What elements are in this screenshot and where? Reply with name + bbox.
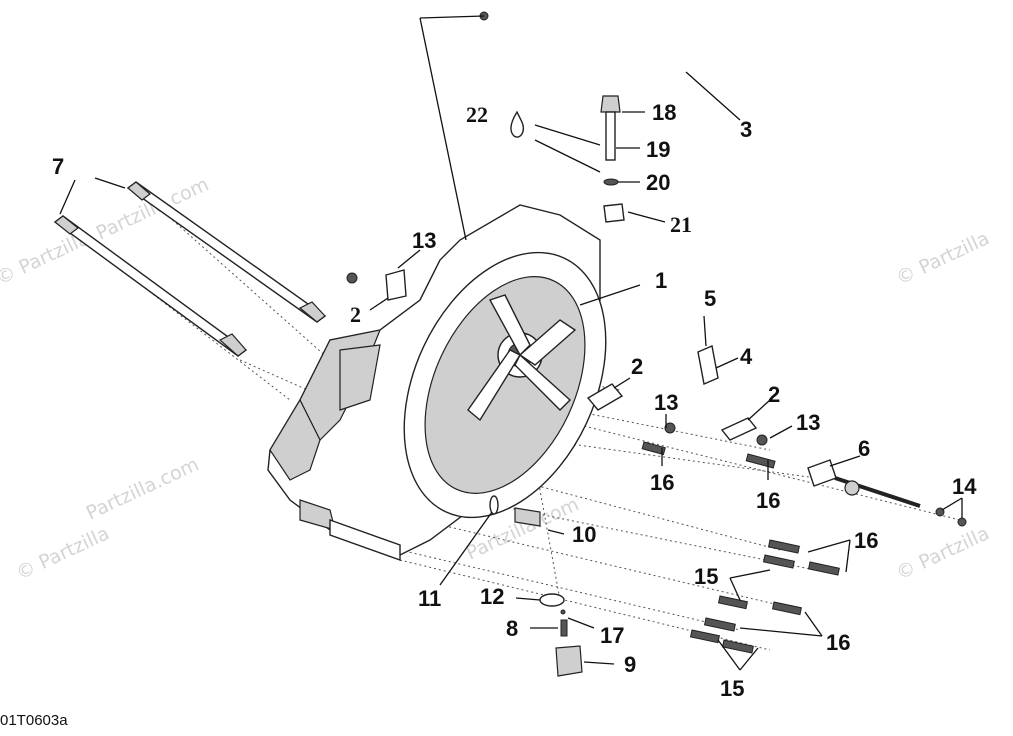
callout-18: 18: [652, 100, 676, 125]
bolt-18: [600, 95, 621, 113]
callout-11: 11: [418, 586, 441, 611]
bolt-16a: [641, 441, 666, 456]
washer-20: [603, 178, 619, 186]
diagram-code: 01T0603a: [0, 712, 68, 729]
plate-5: [697, 345, 719, 385]
callout-20: 20: [646, 170, 670, 195]
oring-12: [539, 593, 565, 607]
fasteners: [346, 269, 967, 677]
callout-2-right: 2: [768, 382, 780, 407]
drain-plug-9: [555, 645, 583, 677]
callout-15-top: 15: [694, 564, 718, 589]
callout-12: 12: [480, 584, 504, 609]
callout-numbers: 1 2 2 2 3 4 5 6 7 8 9 10 11 12 13 13 13 …: [52, 100, 977, 701]
bolt-13c: [756, 434, 768, 446]
nut-21: [603, 203, 625, 223]
callout-3: 3: [740, 117, 752, 142]
watermark-right-bottom: © Partzilla: [893, 522, 993, 584]
bolt-10: [514, 507, 541, 527]
ball-17: [560, 609, 566, 615]
plate-2c: [385, 269, 407, 301]
callout-13-middle: 13: [654, 390, 678, 415]
callout-2-middle: 2: [631, 354, 643, 379]
callout-7: 7: [52, 154, 64, 179]
callout-17: 17: [600, 623, 624, 648]
bolt-13b: [664, 422, 676, 434]
oil-drop-22: [510, 110, 524, 138]
callout-4: 4: [740, 344, 753, 369]
bolt-13a: [346, 272, 358, 284]
callout-21: 21: [670, 212, 692, 237]
callout-13-right: 13: [796, 410, 820, 435]
watermark-lower: Partzilla.com: [83, 453, 202, 524]
callout-16-c: 16: [854, 528, 878, 553]
callout-6: 6: [858, 436, 870, 461]
crankcase-studs: [53, 181, 327, 357]
callout-9: 9: [624, 652, 636, 677]
leader-lines: [59, 15, 963, 671]
cable-6: [807, 459, 837, 487]
callout-8: 8: [506, 616, 518, 641]
watermark-left-bottom: © Partzilla: [13, 522, 113, 584]
plate-2a: [586, 383, 624, 411]
oring-11: [489, 495, 499, 515]
gauge-19: [605, 111, 616, 161]
callout-10: 10: [572, 522, 596, 547]
bolt-16b: [745, 453, 776, 469]
plate-2b: [720, 417, 758, 441]
callout-16-a: 16: [650, 470, 674, 495]
callout-15-bottom: 15: [720, 676, 744, 701]
callout-5: 5: [704, 286, 716, 311]
callout-2-left: 2: [350, 302, 361, 327]
callout-22: 22: [466, 102, 488, 127]
oil-level-gauge-parts: [510, 95, 625, 223]
breather-pipe: [479, 11, 690, 76]
spring-8: [560, 619, 568, 637]
nut-14b: [957, 517, 967, 527]
callout-16-d: 16: [826, 630, 850, 655]
bolts-row: [689, 539, 840, 654]
callout-14: 14: [952, 474, 977, 499]
callout-16-b: 16: [756, 488, 780, 513]
callout-19: 19: [646, 137, 670, 162]
callout-13-left: 13: [412, 228, 436, 253]
watermark-right-top: © Partzilla: [893, 227, 993, 289]
crankcase-left: [267, 204, 607, 561]
callout-1: 1: [655, 268, 667, 293]
